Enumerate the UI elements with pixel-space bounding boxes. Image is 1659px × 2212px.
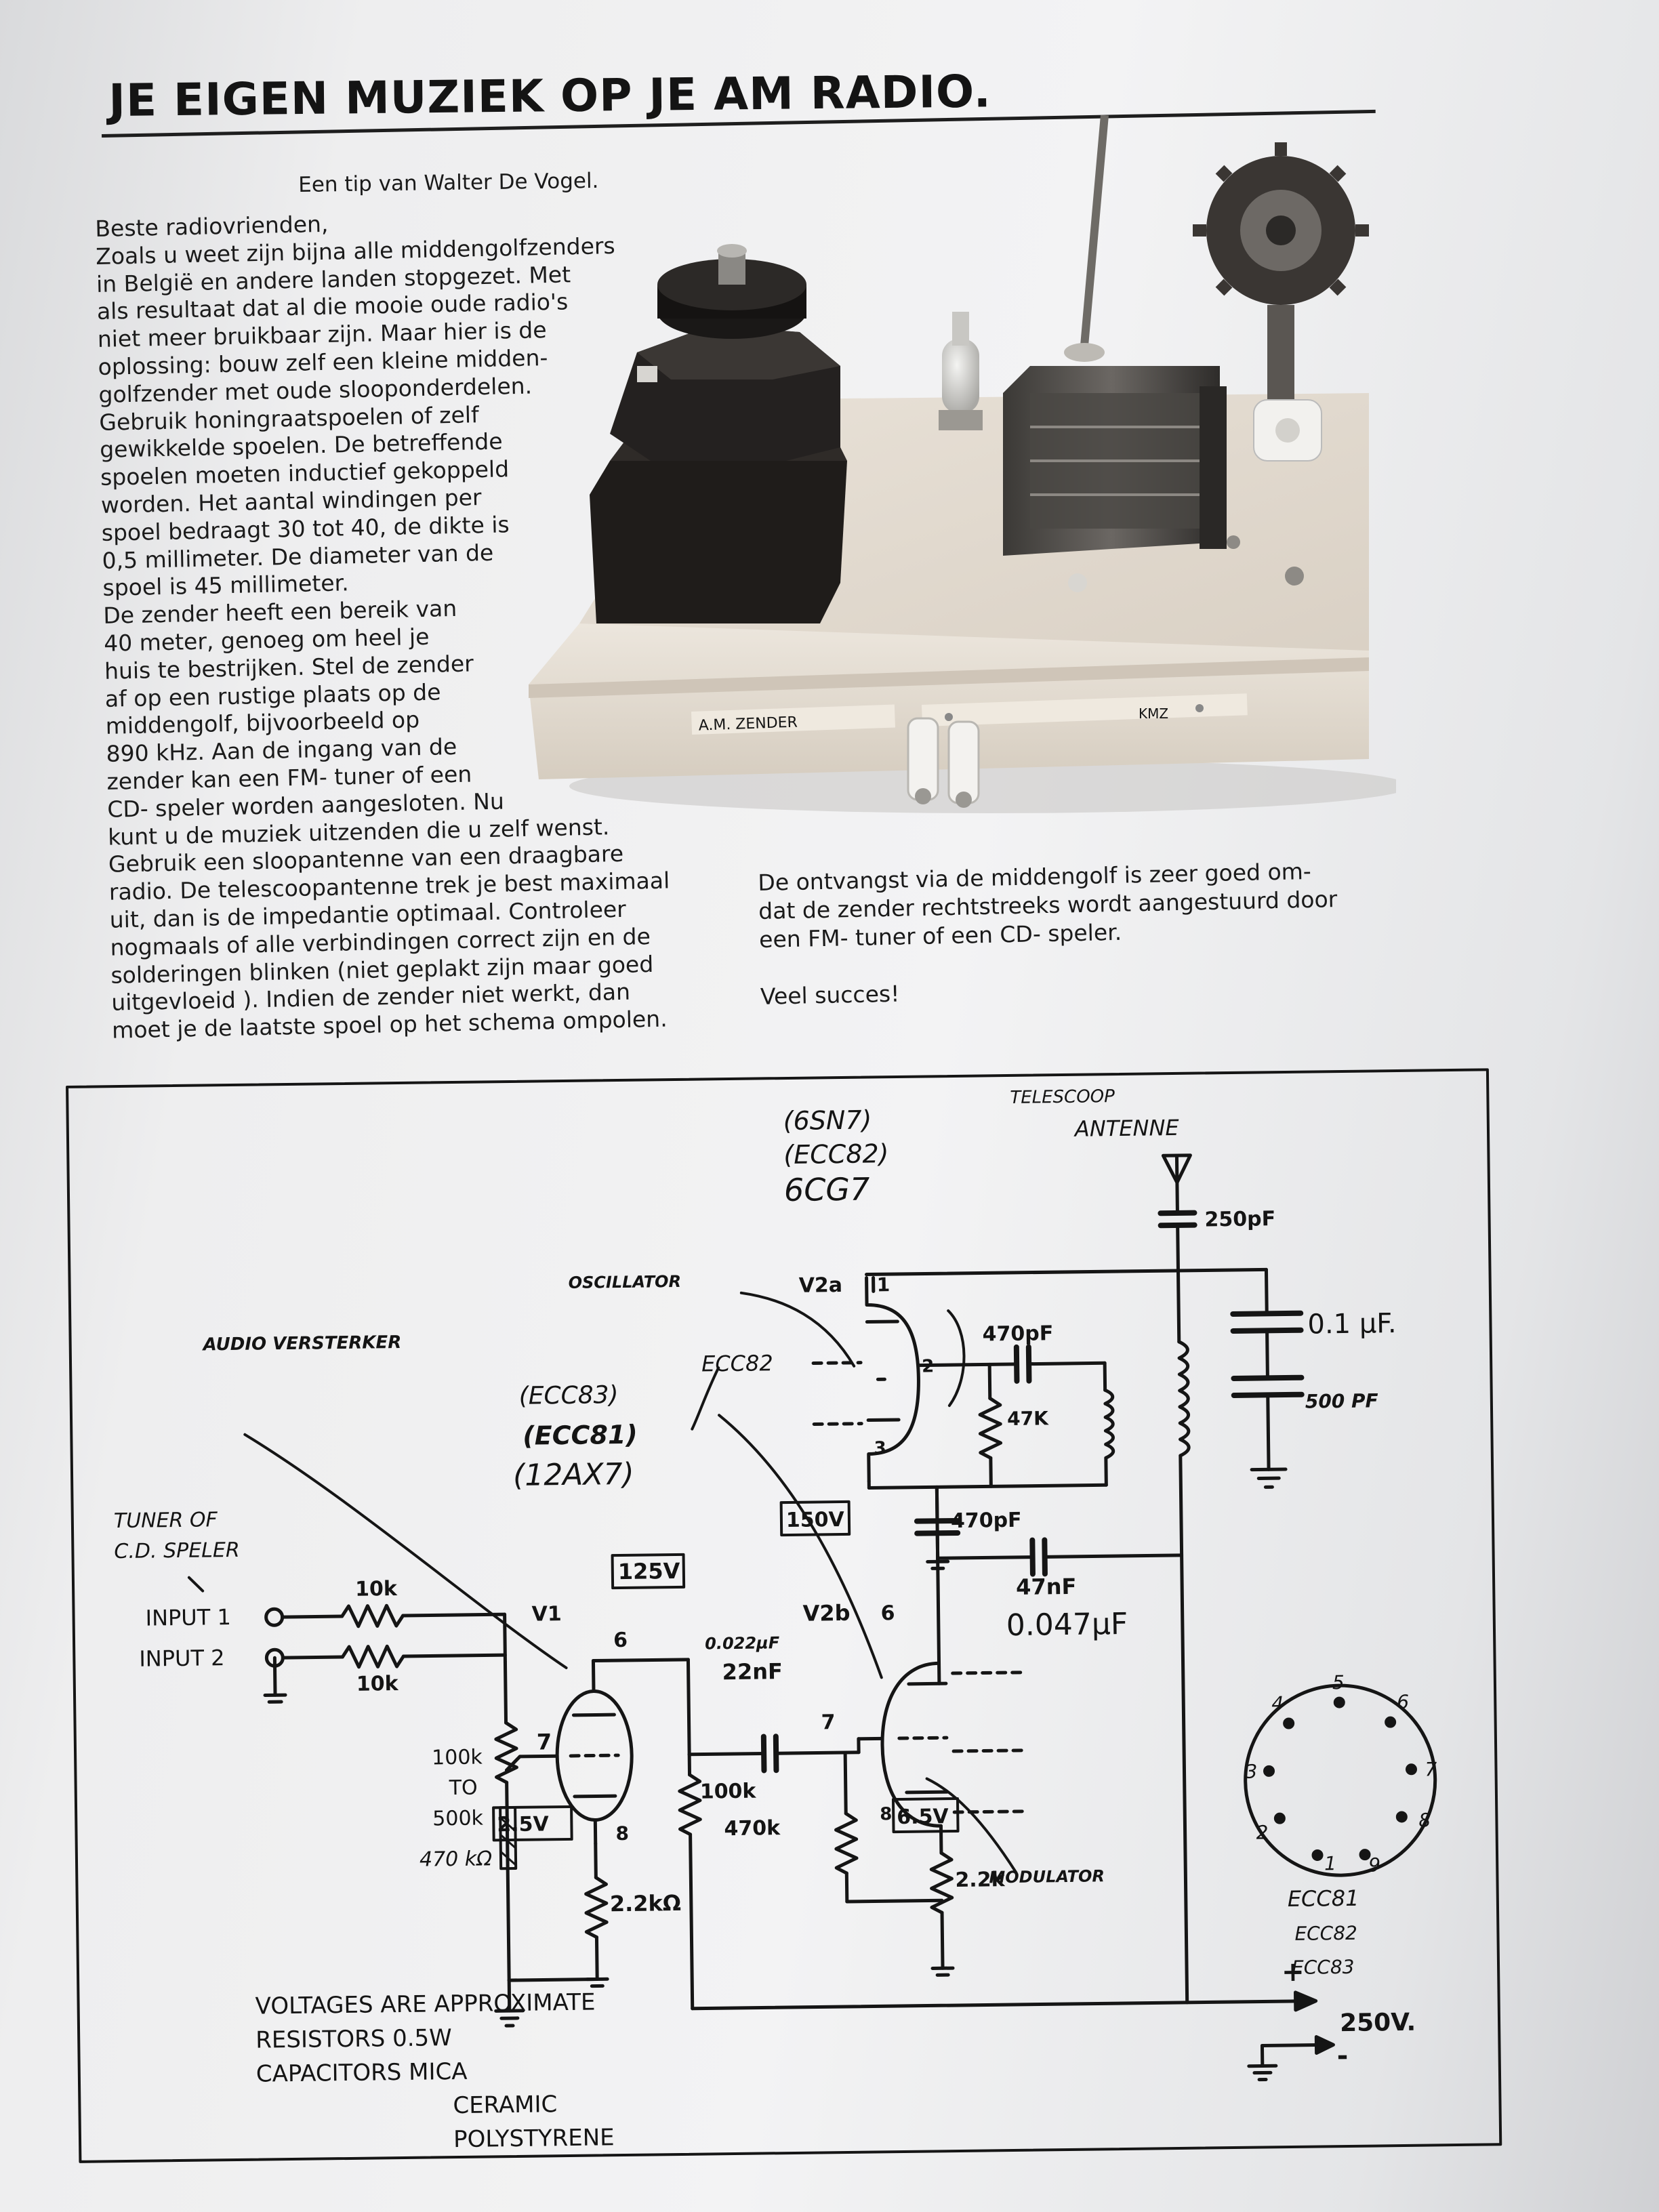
socket-type-ecc82: ECC82 <box>1294 1922 1357 1945</box>
resistor-10k-1 <box>340 1603 405 1629</box>
r470k-label: 470k <box>724 1816 781 1841</box>
v1-pin8: 8 <box>615 1822 629 1845</box>
transmitter-photo: A.M. ZENDER KMZ <box>529 115 1396 813</box>
resistor-470k <box>834 1811 859 1875</box>
resistor-47k <box>978 1396 1003 1460</box>
supply-minus: - <box>1336 2041 1348 2072</box>
v1-label: V1 <box>531 1602 562 1626</box>
panel-label-2: KMZ <box>1139 705 1168 722</box>
cap-470pf-top-label: 470pF <box>982 1322 1053 1346</box>
tube-type-6cg7: 6CG7 <box>784 1170 870 1208</box>
socket-pin-5: 5 <box>1332 1671 1345 1694</box>
volt-65-label: 6.5V <box>897 1805 949 1829</box>
socket-pin-1: 1 <box>1324 1852 1336 1875</box>
cap-500pf-label: 500 PF <box>1305 1389 1378 1412</box>
schematic-diagram: (6SN7) (ECC82) 6CG7 TELESCOOP ANTENNE 25… <box>64 1067 1507 2169</box>
modulator-label: MODULATOR <box>989 1866 1105 1887</box>
resistor-2k2-v1 <box>584 1876 609 1939</box>
potentiometer <box>494 1721 518 1784</box>
r22k-v1-label: 2.2kΩ <box>610 1890 682 1917</box>
panel-label: A.M. ZENDER <box>698 714 798 735</box>
antenna-rod <box>1080 115 1109 346</box>
res-47k-label: 47K <box>1007 1407 1049 1430</box>
pot-label-4: 470 kΩ <box>419 1847 493 1871</box>
audio-amp-label: AUDIO VERSTERKER <box>202 1332 402 1355</box>
tuner-label-1: TUNER OF <box>114 1508 218 1533</box>
v2b-label: V2b <box>802 1600 850 1626</box>
r100k-label: 100k <box>700 1780 757 1804</box>
v2a-pin2: 2 <box>922 1356 934 1376</box>
cap-250pf-label: 250pF <box>1204 1207 1275 1231</box>
schematic-frame <box>66 1068 1502 2163</box>
v2b-pin7: 7 <box>821 1711 835 1734</box>
tuner-label-2: C.D. SPELER <box>114 1538 240 1563</box>
rca-plugs <box>907 717 980 808</box>
cap-22nf-label: 22nF <box>722 1658 783 1685</box>
socket-pin-6: 6 <box>1397 1691 1409 1713</box>
socket-pin-4: 4 <box>1271 1692 1284 1715</box>
r22k-v2b-label: 2.2k <box>955 1868 1006 1892</box>
v2a-label: V2a <box>798 1273 842 1298</box>
resistor-100k <box>678 1773 702 1837</box>
cap-01uf-label: 0.1 μF. <box>1307 1308 1397 1340</box>
cap-470pf-mid-label: 470pF <box>951 1509 1022 1533</box>
tube-type-ecc83: (ECC83) <box>518 1381 618 1410</box>
ecc82-label: ECC82 <box>701 1350 773 1376</box>
socket-pin-8: 8 <box>1418 1809 1431 1831</box>
supply-plus: + <box>1282 1957 1305 1988</box>
pot-label-1: 100k <box>432 1746 483 1770</box>
input-1-label: INPUT 1 <box>145 1604 231 1631</box>
cap-47nf-label: 47nF <box>1016 1574 1077 1600</box>
note-voltages: VOLTAGES ARE APPROXIMATE <box>255 1989 595 2020</box>
transformer <box>590 461 847 623</box>
note-capacitors: CAPACITORS MICA <box>256 2058 468 2088</box>
board-front <box>529 623 1369 779</box>
supply-voltage: 250V. <box>1340 2009 1416 2037</box>
resistor-2k2-v2b <box>929 1851 954 1914</box>
v2a-pin1: 1 <box>877 1273 890 1296</box>
schematic-svg: (6SN7) (ECC82) 6CG7 TELESCOOP ANTENNE 25… <box>66 1068 1502 2163</box>
socket-pin-3: 3 <box>1245 1761 1257 1783</box>
vacuum-tube <box>942 339 979 413</box>
resistor-10k-2 <box>340 1644 405 1669</box>
volt-150-label: 150V <box>786 1508 845 1532</box>
socket-pin-2: 2 <box>1256 1821 1268 1843</box>
oscillator-label: OSCILLATOR <box>568 1272 681 1292</box>
socket-type-ecc83: ECC83 <box>1292 1956 1355 1979</box>
tank-coil <box>1177 1340 1191 1458</box>
tube-v2a <box>865 1276 920 1483</box>
socket-pin-9: 9 <box>1368 1853 1380 1876</box>
tube-type-12ax7: (12AX7) <box>513 1457 634 1493</box>
cap-0022-label: 0.022μF <box>705 1633 780 1653</box>
tube-type-6sn7: (6SN7) <box>783 1105 872 1136</box>
antenna-label-1: TELESCOOP <box>1010 1086 1115 1108</box>
article-right-column: De ontvangst via de middengolf is zeer g… <box>758 855 1445 1011</box>
v2b-pin8: 8 <box>880 1804 892 1824</box>
pot-label-3: 500k <box>432 1807 484 1831</box>
socket-pin-7: 7 <box>1425 1758 1437 1780</box>
antenna-label-2: ANTENNE <box>1073 1115 1180 1142</box>
r10k-a-label: 10k <box>355 1577 398 1601</box>
tube-socket <box>1244 1683 1437 1877</box>
socket-type-ecc81: ECC81 <box>1288 1885 1359 1912</box>
note-polystyrene: POLYSTYRENE <box>453 2124 615 2153</box>
honeycomb-coil <box>1193 142 1369 441</box>
volt-125-label: 125V <box>618 1558 680 1584</box>
v2b-pin6: 6 <box>880 1601 895 1625</box>
note-resistors: RESISTORS 0.5W <box>255 2024 452 2054</box>
tube-type-ecc81: (ECC81) <box>523 1420 638 1451</box>
tube-v2b <box>880 1661 943 1828</box>
v2a-pin3: 3 <box>874 1438 886 1458</box>
pot-label-2: TO <box>449 1776 478 1801</box>
volt-25-label: 2.5V <box>497 1812 550 1837</box>
v1-pin6: 6 <box>613 1629 628 1652</box>
v1-pin7: 7 <box>537 1729 552 1755</box>
input-2-label: INPUT 2 <box>139 1645 225 1672</box>
note-ceramic: CERAMIC <box>453 2091 557 2119</box>
tube-type-ecc82: (ECC82) <box>783 1139 889 1170</box>
cap-0047-label: 0.047μF <box>1006 1607 1128 1643</box>
r10k-b-label: 10k <box>356 1672 399 1696</box>
